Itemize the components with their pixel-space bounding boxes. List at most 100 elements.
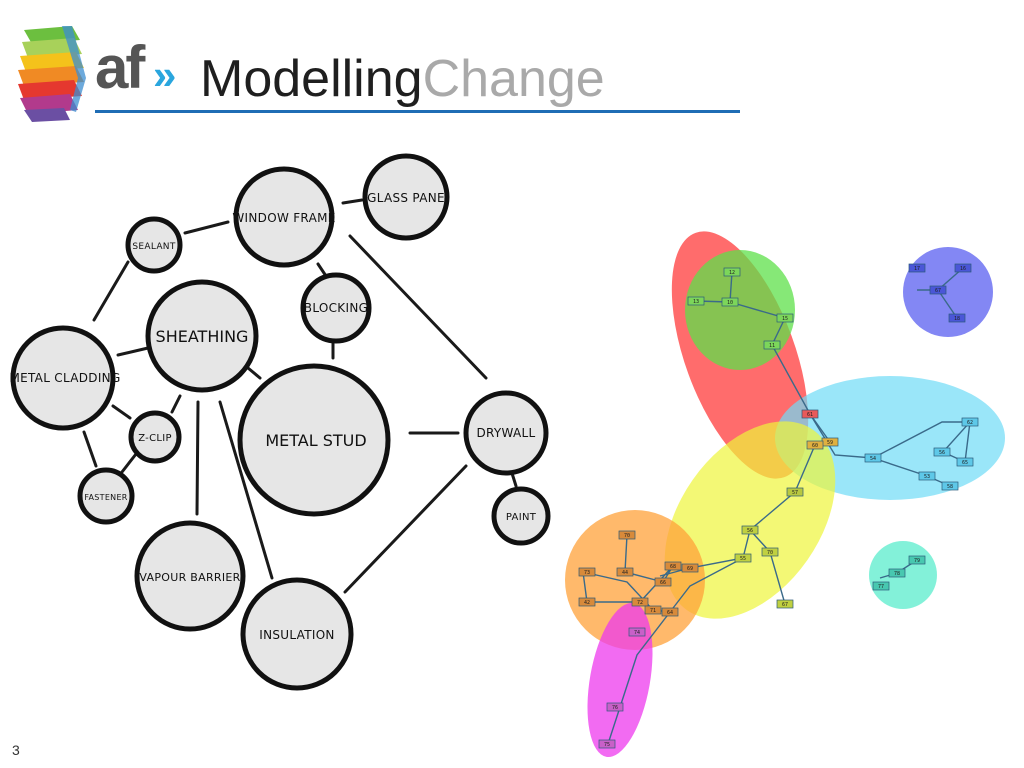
net-node [687, 296, 705, 306]
brand-logo-text: af [95, 34, 145, 101]
net-label: 77 [878, 584, 884, 590]
net-label: 11 [769, 343, 775, 349]
net-node [908, 263, 926, 273]
net-label: 15 [782, 316, 788, 322]
net-node [776, 599, 794, 609]
net-node [763, 340, 781, 350]
net-label: 42 [584, 600, 590, 606]
node-vapour-barrier [134, 520, 246, 632]
cluster-yellow [664, 421, 836, 619]
net-node [888, 568, 906, 578]
label-paint: PAINT [506, 512, 537, 523]
cluster-magenta [587, 603, 653, 757]
net-node [761, 547, 779, 557]
net-node [664, 561, 682, 571]
node-fastener [77, 467, 135, 525]
net-label: 53 [924, 474, 930, 480]
net-label: 75 [604, 742, 610, 748]
net-label: 74 [634, 630, 640, 636]
label-insulation: INSULATION [259, 628, 334, 642]
node-z-clip [128, 410, 182, 464]
slide-title: ModellingChange [200, 50, 605, 108]
net-node [961, 417, 979, 427]
net-label: 12 [729, 270, 735, 276]
net-node [723, 267, 741, 277]
net-label: 54 [870, 456, 876, 462]
net-node [616, 567, 634, 577]
cluster-blobs [565, 231, 1005, 757]
net-node [628, 627, 646, 637]
net-label: 60 [812, 443, 818, 449]
net-node [801, 409, 819, 419]
net-node [776, 313, 794, 323]
title-part-change: Change [422, 50, 605, 108]
node-paint [491, 486, 551, 546]
net-node [578, 597, 596, 607]
net-label: 78 [894, 571, 900, 577]
building-components-diagram: WINDOW FRAME GLASS PANE SEALANT BLOCKING… [9, 153, 551, 691]
net-node [598, 739, 616, 749]
net-label: 67 [935, 288, 941, 294]
label-sealant: SEALANT [132, 242, 175, 252]
net-node [872, 581, 890, 591]
page-number: 3 [12, 742, 20, 758]
net-label: 16 [960, 266, 966, 272]
net-node [933, 447, 951, 457]
net-label: 64 [667, 610, 673, 616]
net-node [631, 597, 649, 607]
net-node [721, 297, 739, 307]
net-label: 72 [637, 600, 643, 606]
label-drywall: DRYWALL [476, 426, 535, 440]
net-label: 13 [693, 299, 699, 305]
clustered-network-graph: 12 13 10 15 11 17 16 67 18 61 59 60 57 5… [565, 231, 1005, 757]
network-node-labels: 12 13 10 15 11 17 16 67 18 61 59 60 57 5… [584, 266, 973, 748]
title-underline [95, 110, 740, 113]
net-label: 71 [650, 608, 656, 614]
label-blocking: BLOCKING [304, 301, 368, 315]
label-metal-stud: METAL STUD [265, 431, 366, 450]
net-node [618, 530, 636, 540]
node-insulation [240, 577, 354, 691]
net-label: 55 [740, 556, 746, 562]
net-label: 73 [584, 570, 590, 576]
net-label: 66 [660, 580, 666, 586]
net-label: 79 [914, 558, 920, 564]
label-window-frame: WINDOW FRAME [232, 211, 335, 225]
net-node [948, 313, 966, 323]
net-label: 58 [947, 484, 953, 490]
node-drywall [463, 390, 549, 476]
network-nodes [578, 263, 979, 749]
net-label: 70 [767, 550, 773, 556]
net-label: 68 [670, 564, 676, 570]
net-node [864, 453, 882, 463]
brand-chevrons: » [153, 51, 177, 98]
net-node [654, 577, 672, 587]
net-label: 59 [827, 440, 833, 446]
net-node [606, 702, 624, 712]
net-node [734, 553, 752, 563]
label-vapour-barrier: VAPOUR BARRIER [139, 571, 240, 584]
cluster-green [685, 250, 795, 370]
net-label: 57 [792, 490, 798, 496]
net-label: 65 [962, 460, 968, 466]
net-node [941, 481, 959, 491]
logo-icon [18, 26, 86, 122]
net-label: 62 [967, 420, 973, 426]
node-sealant [125, 216, 183, 274]
sketch-nodes [10, 153, 551, 691]
net-node [918, 471, 936, 481]
net-node [741, 525, 759, 535]
net-node [954, 263, 972, 273]
net-label: 69 [687, 566, 693, 572]
net-node [908, 555, 926, 565]
node-sheathing [145, 279, 259, 393]
node-metal-stud [237, 363, 391, 517]
net-label: 44 [622, 570, 628, 576]
node-blocking [300, 272, 372, 344]
label-metal-cladding: METAL CLADDING [9, 371, 120, 385]
label-fastener: FASTENER [84, 493, 127, 502]
net-node [929, 285, 947, 295]
node-metal-cladding [10, 325, 116, 431]
net-label: 56 [747, 528, 753, 534]
net-label: 61 [807, 412, 813, 418]
